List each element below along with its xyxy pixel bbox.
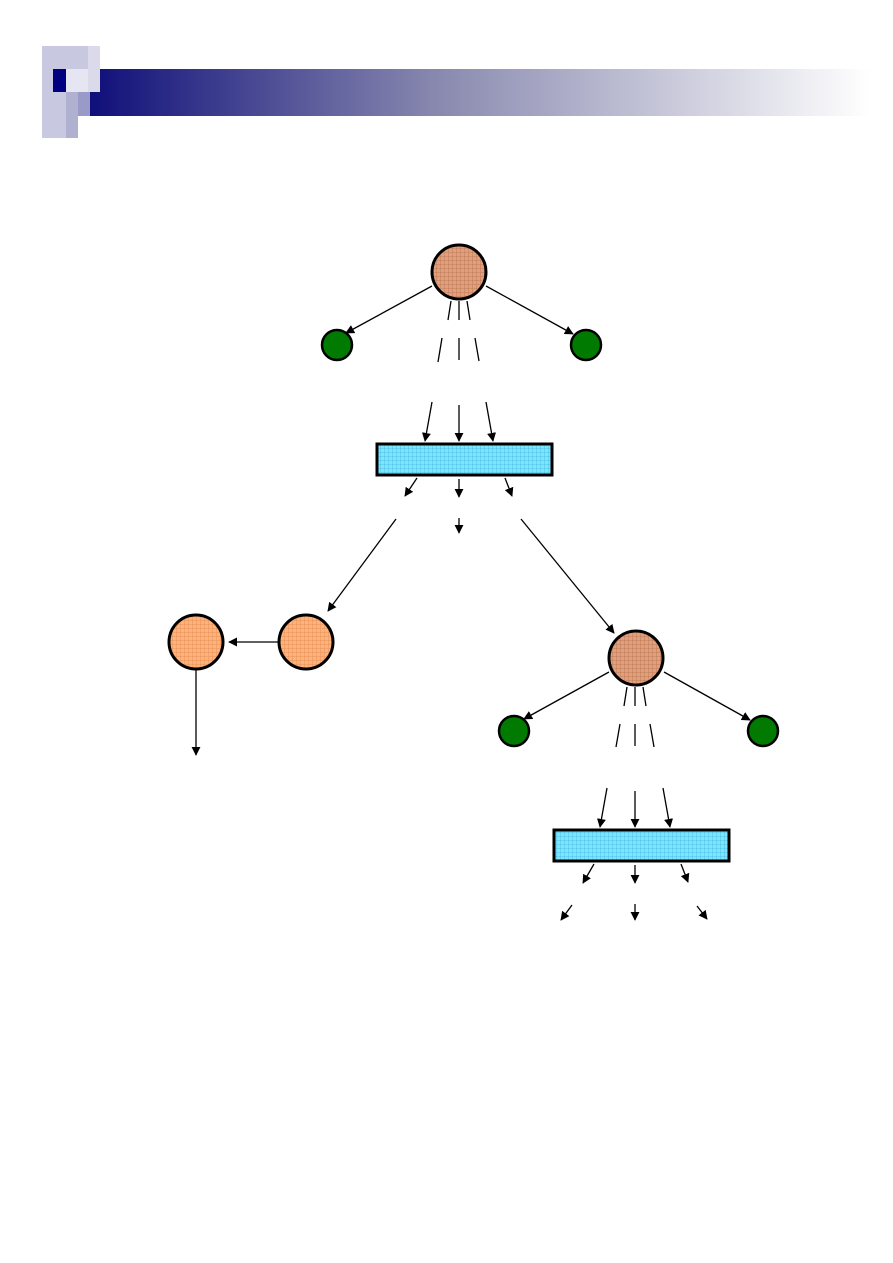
arrow-to-neutron-right-2 [663, 671, 751, 721]
slide-header [42, 46, 870, 138]
header-gradient-bar [90, 69, 870, 116]
short-arrow-left [404, 477, 418, 497]
arrow-to-target-left [422, 401, 433, 442]
branch-arrow-left [327, 518, 397, 612]
arrow-to-neutron-right [485, 285, 574, 335]
short-arrow-right [504, 477, 514, 497]
parent-nucleus-2 [607, 629, 665, 687]
neutron-left-2 [497, 714, 531, 748]
neutron-right-1 [569, 328, 603, 362]
short-arrow-left-2 [582, 863, 595, 884]
arrow-to-neutron-left-2 [523, 671, 610, 720]
neutron-right-2 [746, 714, 780, 748]
arrow-to-target-left-2 [597, 787, 608, 828]
spray-lines-2 [615, 686, 655, 748]
target-bar-2 [552, 828, 731, 863]
stage-1 [320, 243, 615, 634]
fragment-nucleus-a [277, 613, 335, 671]
stage-2-right [497, 629, 780, 921]
neutron-left-1 [320, 328, 354, 362]
fragment-nucleus-b [167, 613, 225, 671]
target-bar-1 [375, 442, 554, 477]
short-arrow-right-2 [680, 863, 690, 883]
tail-arrow-right [696, 905, 708, 920]
stage-2-left [167, 613, 335, 756]
branch-arrow-right [520, 518, 615, 634]
tail-arrow-left [560, 904, 573, 921]
spray-lines [437, 300, 480, 363]
arrow-to-target-right [485, 401, 496, 442]
parent-nucleus-1 [430, 243, 488, 301]
square-blocks-logo-icon [42, 46, 100, 138]
arrow-to-target-right-2 [662, 787, 673, 828]
arrow-to-neutron-left [345, 285, 433, 334]
